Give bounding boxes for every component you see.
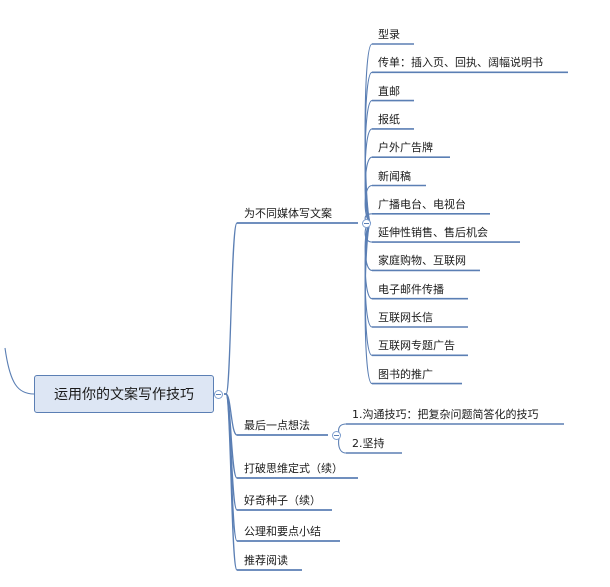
branch-1-collapse-icon[interactable] xyxy=(361,218,371,228)
leaf-topic[interactable]: 延伸性销售、售后机会 xyxy=(378,226,488,240)
leaf-topic[interactable]: 互联网长信 xyxy=(378,311,433,324)
branch-label-3[interactable]: 打破思维定式（续） xyxy=(244,462,343,475)
leaf-topic[interactable]: 1.沟通技巧：把复杂问题简答化的技巧 xyxy=(352,408,539,421)
leaf-topic[interactable]: 图书的推广 xyxy=(378,367,433,381)
leaf-topic[interactable]: 直邮 xyxy=(378,84,400,98)
leaf-topic[interactable]: 互联网专题广告 xyxy=(378,339,455,353)
leaf-topic[interactable]: 家庭购物、互联网 xyxy=(378,254,466,268)
connector-line xyxy=(224,222,238,395)
root-topic-label: 运用你的文案写作技巧 xyxy=(54,387,194,403)
leaf-topic[interactable]: 型录 xyxy=(378,28,400,41)
leaf-topic[interactable]: 2.坚持 xyxy=(352,437,385,450)
leaf-topic[interactable]: 电子邮件传播 xyxy=(378,282,444,296)
leaf-topic[interactable]: 传单：插入页、回执、阔幅说明书 xyxy=(378,56,543,70)
branch-label-5[interactable]: 公理和要点小结 xyxy=(244,525,321,538)
leaf-topic[interactable]: 广播电台、电视台 xyxy=(378,197,466,211)
connector-line xyxy=(364,222,373,385)
branch-label-2[interactable]: 最后一点想法 xyxy=(244,419,310,432)
leaf-topic[interactable]: 新闻稿 xyxy=(378,169,411,183)
leaf-topic[interactable]: 报纸 xyxy=(378,112,400,126)
branch-2-collapse-icon[interactable] xyxy=(331,430,341,440)
connector-line xyxy=(224,393,238,571)
branch-label-6[interactable]: 推荐阅读 xyxy=(244,554,288,567)
root-collapse-icon[interactable] xyxy=(214,390,223,399)
connector-line xyxy=(4,347,35,395)
root-topic[interactable]: 运用你的文案写作技巧 xyxy=(34,375,214,413)
leaf-topic[interactable]: 户外广告牌 xyxy=(378,141,433,155)
branch-label-4[interactable]: 好奇种子（续） xyxy=(244,494,321,507)
branch-label-1[interactable]: 为不同媒体写文案 xyxy=(244,207,332,220)
